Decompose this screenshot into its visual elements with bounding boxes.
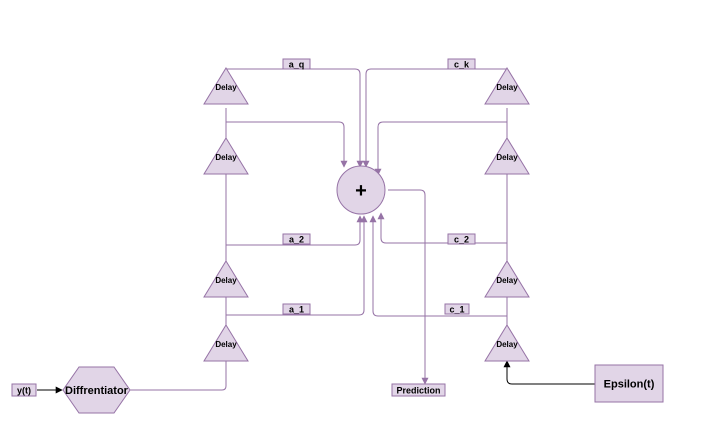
- svg-text:c_k: c_k: [454, 60, 470, 70]
- svg-text:Delay: Delay: [215, 340, 237, 349]
- wire-epsilon: [503, 360, 595, 385]
- weight-a_2: a_2: [282, 233, 311, 245]
- input-yt: y(t): [11, 383, 37, 397]
- wire-a_1: [226, 215, 368, 316]
- svg-text:y(t): y(t): [17, 386, 31, 396]
- differentiator-block: Diffrentiator: [62, 366, 131, 414]
- svg-text:Prediction: Prediction: [396, 386, 440, 396]
- wire-right-tap-2: [374, 121, 507, 176]
- weight-c_1: c_1: [444, 303, 470, 315]
- weight-c_2: c_2: [447, 233, 476, 245]
- weight-a_1: a_1: [282, 303, 311, 315]
- delay-left-4: Delay: [203, 324, 249, 362]
- prediction-output: Prediction: [391, 383, 446, 397]
- weight-a_q: a_q: [282, 58, 311, 70]
- wire-prediction: [388, 189, 429, 385]
- delay-left-2: Delay: [203, 137, 249, 175]
- svg-text:a_q: a_q: [289, 60, 305, 70]
- svg-text:Delay: Delay: [215, 83, 237, 92]
- plus-icon: +: [355, 180, 367, 202]
- epsilon-block: Epsilon(t): [594, 364, 664, 403]
- svg-text:Delay: Delay: [215, 153, 237, 162]
- wire-a_2: [226, 215, 364, 246]
- svg-text:Delay: Delay: [496, 83, 518, 92]
- left-chain-wire: [130, 108, 227, 391]
- svg-text:c_1: c_1: [449, 305, 464, 315]
- wire-c_k: [362, 68, 507, 168]
- summing-junction: +: [336, 165, 386, 215]
- delay-right-4: Delay: [484, 324, 530, 362]
- svg-text:a_2: a_2: [289, 235, 304, 245]
- delay-right-3: Delay: [484, 260, 530, 298]
- svg-text:a_1: a_1: [289, 305, 304, 315]
- wire-c_2: [377, 212, 507, 244]
- delay-right-2: Delay: [484, 137, 530, 175]
- svg-text:Delay: Delay: [496, 276, 518, 285]
- delay-right-1: Delay: [484, 67, 530, 105]
- weight-c_k: c_k: [447, 58, 476, 70]
- svg-text:c_2: c_2: [454, 235, 469, 245]
- svg-text:Diffrentiator: Diffrentiator: [65, 385, 129, 397]
- delay-left-3: Delay: [203, 260, 249, 298]
- svg-text:Delay: Delay: [496, 340, 518, 349]
- svg-text:Epsilon(t): Epsilon(t): [604, 379, 655, 391]
- wire-c_1: [369, 215, 507, 317]
- svg-text:Delay: Delay: [496, 153, 518, 162]
- delay-left-1: Delay: [203, 67, 249, 105]
- svg-text:Delay: Delay: [215, 276, 237, 285]
- wire-a_q: [226, 68, 364, 168]
- wire-left-tap-2: [226, 121, 348, 168]
